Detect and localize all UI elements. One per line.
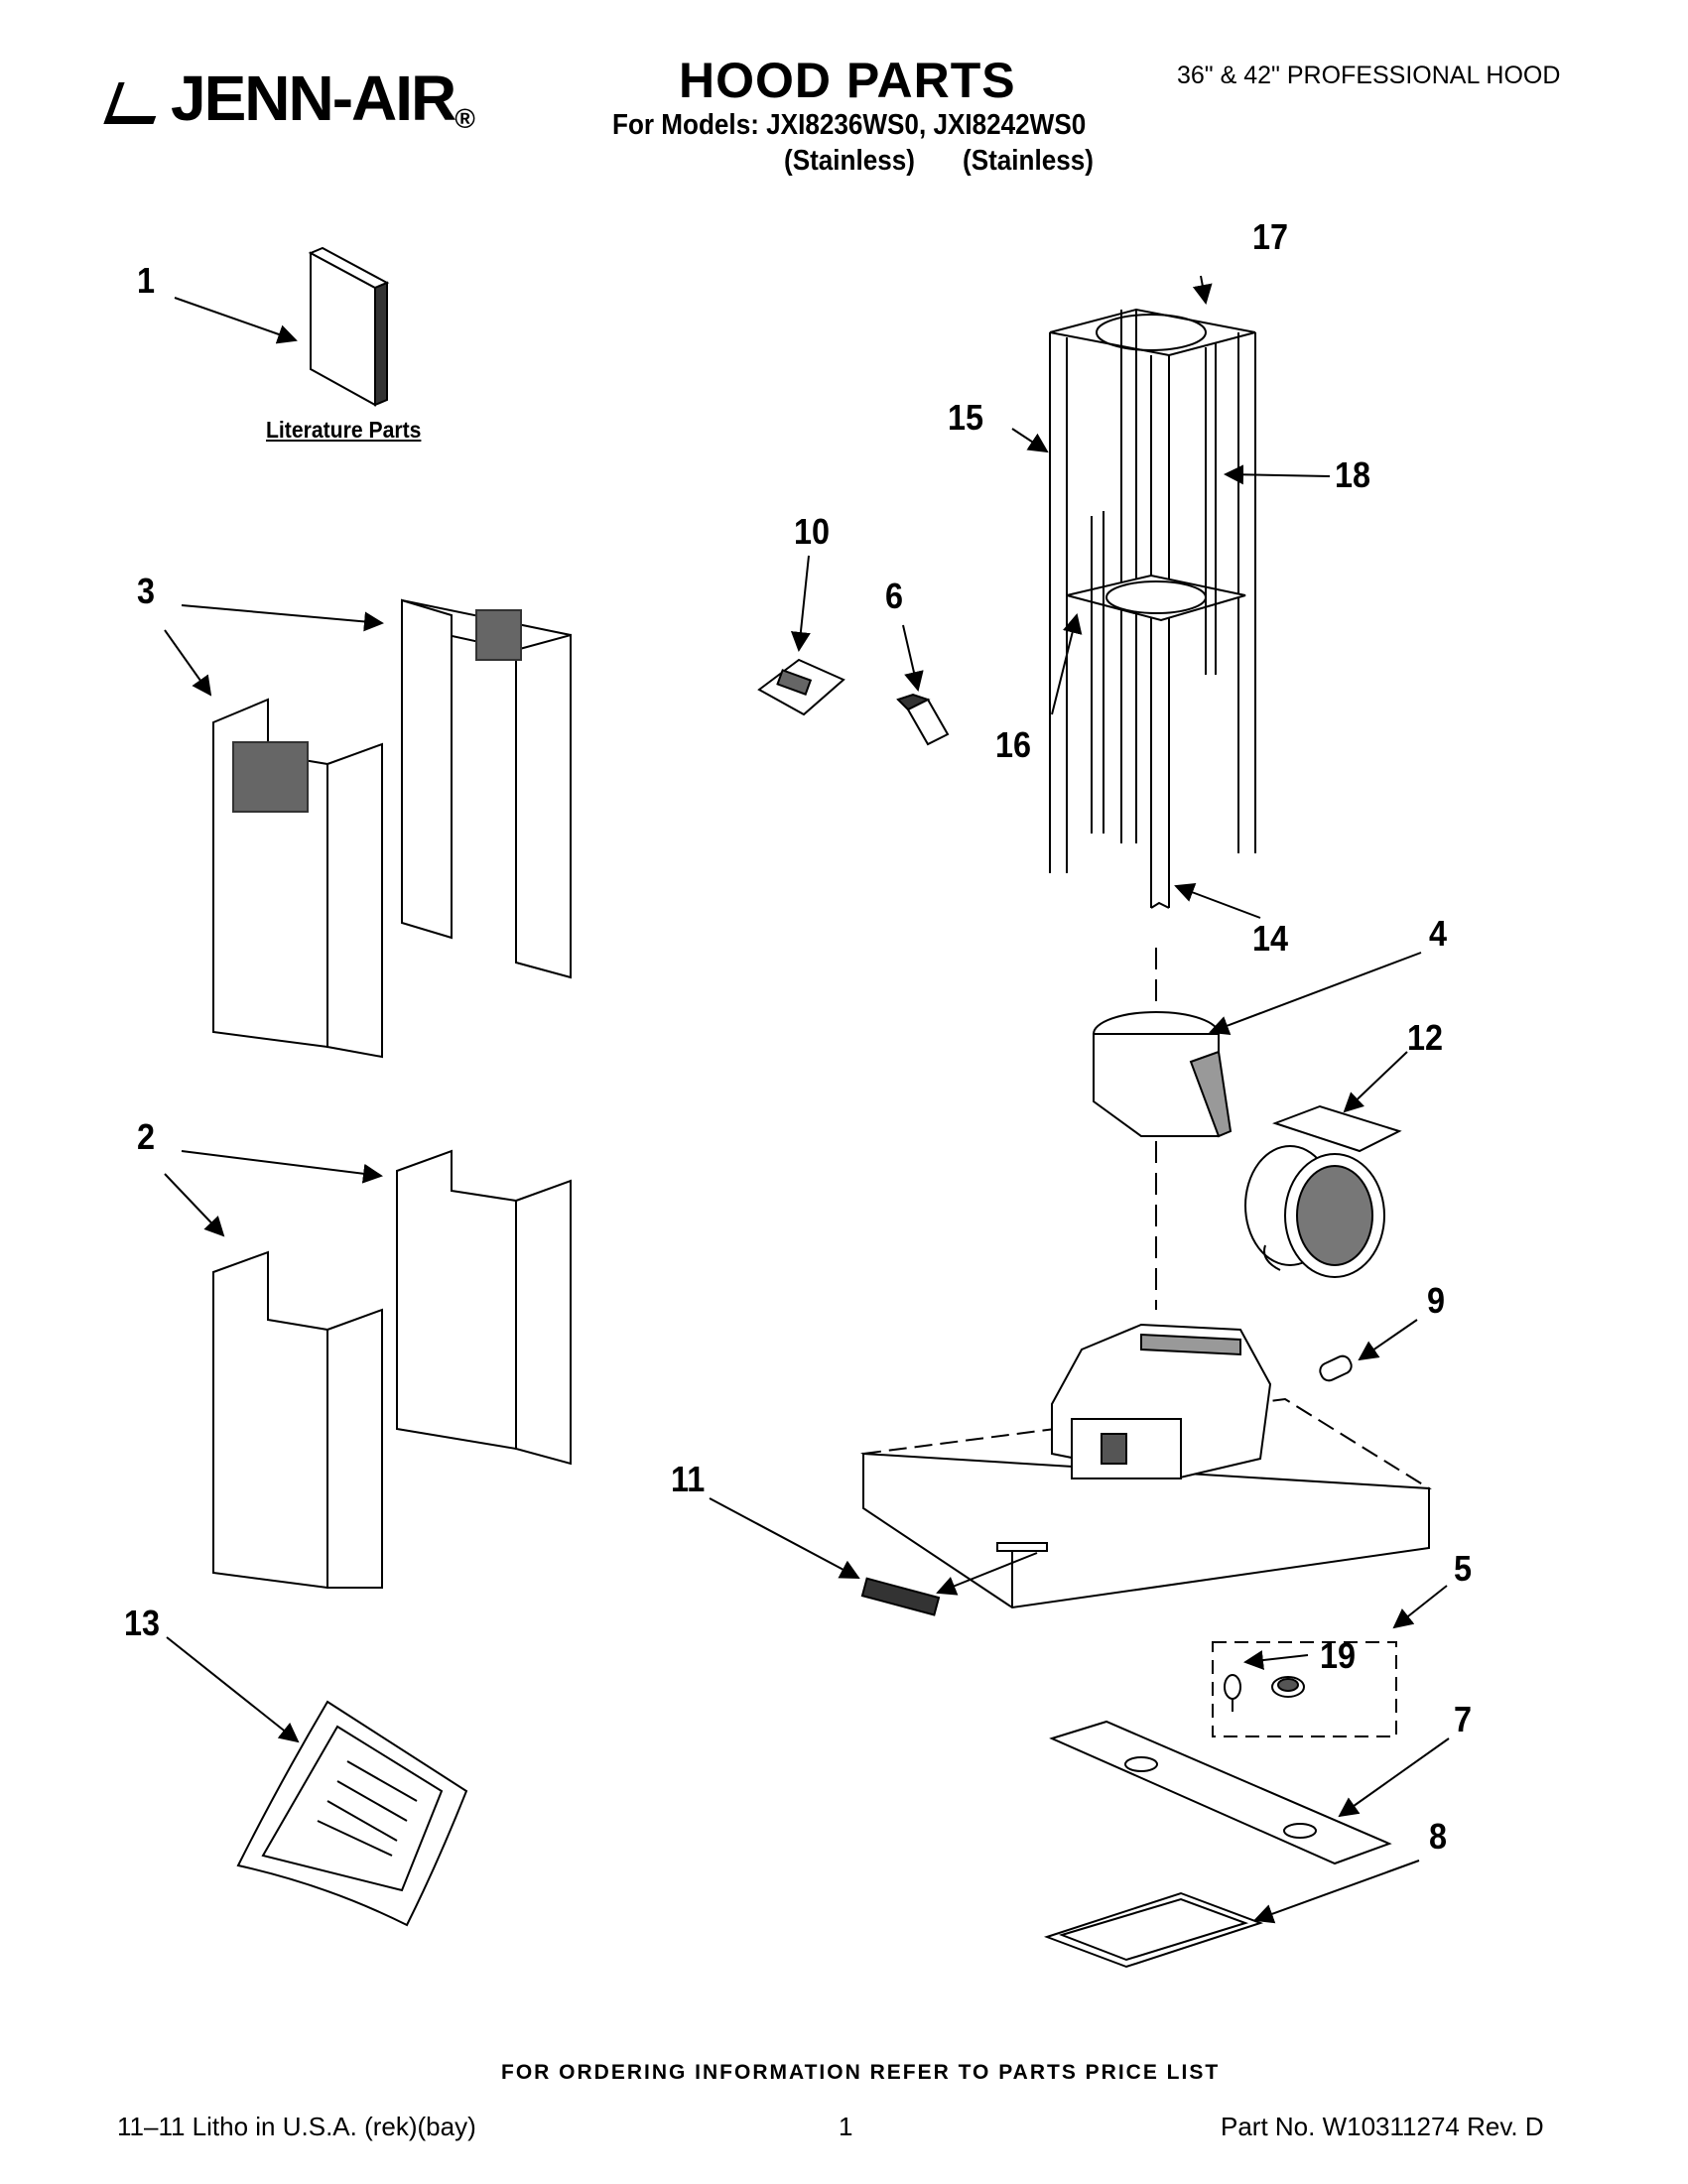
callout-1: 1 [137, 260, 156, 301]
installation-manual-part [236, 1700, 468, 1927]
callout-16: 16 [995, 724, 1032, 765]
litho-info: 11–11 Litho in U.S.A. (rek)(bay) [117, 2112, 476, 2141]
lower-chimney-cover-part [212, 1149, 572, 1590]
hood-body [860, 1323, 1432, 1609]
product-name: 36" & 42" PROFESSIONAL HOOD [1177, 62, 1561, 89]
callout-11: 11 [671, 1459, 706, 1499]
callout-10: 10 [794, 511, 831, 552]
light-panel-part [1049, 1720, 1392, 1865]
support-frame-part [1049, 308, 1256, 909]
upper-chimney-cover-part [212, 598, 572, 1059]
page-title: HOOD PARTS [679, 53, 1016, 108]
control-board-part [757, 658, 845, 716]
switch-part [896, 693, 950, 746]
literature-booklet-part [308, 246, 390, 407]
callout-5: 5 [1454, 1548, 1473, 1589]
ordering-note: FOR ORDERING INFORMATION REFER TO PARTS … [501, 2061, 1221, 2084]
callout-6: 6 [885, 576, 904, 616]
model-variant-2: (Stainless) [963, 145, 1095, 177]
callout-12: 12 [1407, 1017, 1444, 1058]
part-number: Part No. W10311274 Rev. D [1221, 2112, 1544, 2141]
callout-4: 4 [1429, 913, 1448, 954]
callout-8: 8 [1429, 1816, 1448, 1857]
model-variant-1: (Stainless) [784, 145, 916, 177]
callout-19: 19 [1320, 1635, 1357, 1676]
models-line: For Models: JXI8236WS0, JXI8242WS0 [612, 109, 1087, 141]
brand-trademark: ® [454, 103, 475, 134]
light-switch-part [860, 1577, 941, 1616]
callout-2: 2 [137, 1116, 156, 1157]
brand-name: JENN-AIR [171, 63, 456, 134]
callout-15: 15 [948, 397, 984, 438]
callout-14: 14 [1252, 918, 1289, 959]
capacitor-part [1319, 1354, 1353, 1382]
callout-3: 3 [137, 571, 156, 611]
blower-motor-part [1244, 1104, 1402, 1278]
callout-9: 9 [1427, 1280, 1446, 1321]
grease-filter-part [1043, 1891, 1264, 1969]
duct-transition-part [1093, 1011, 1233, 1138]
literature-parts-label: Literature Parts [266, 417, 422, 443]
callout-17: 17 [1252, 216, 1289, 257]
page-number: 1 [839, 2112, 853, 2141]
callout-13: 13 [124, 1603, 161, 1643]
brand-logo: JENN-AIR® [103, 62, 475, 135]
callout-18: 18 [1335, 454, 1371, 495]
callout-7: 7 [1454, 1699, 1473, 1739]
lamp-kit-part [1212, 1641, 1397, 1737]
